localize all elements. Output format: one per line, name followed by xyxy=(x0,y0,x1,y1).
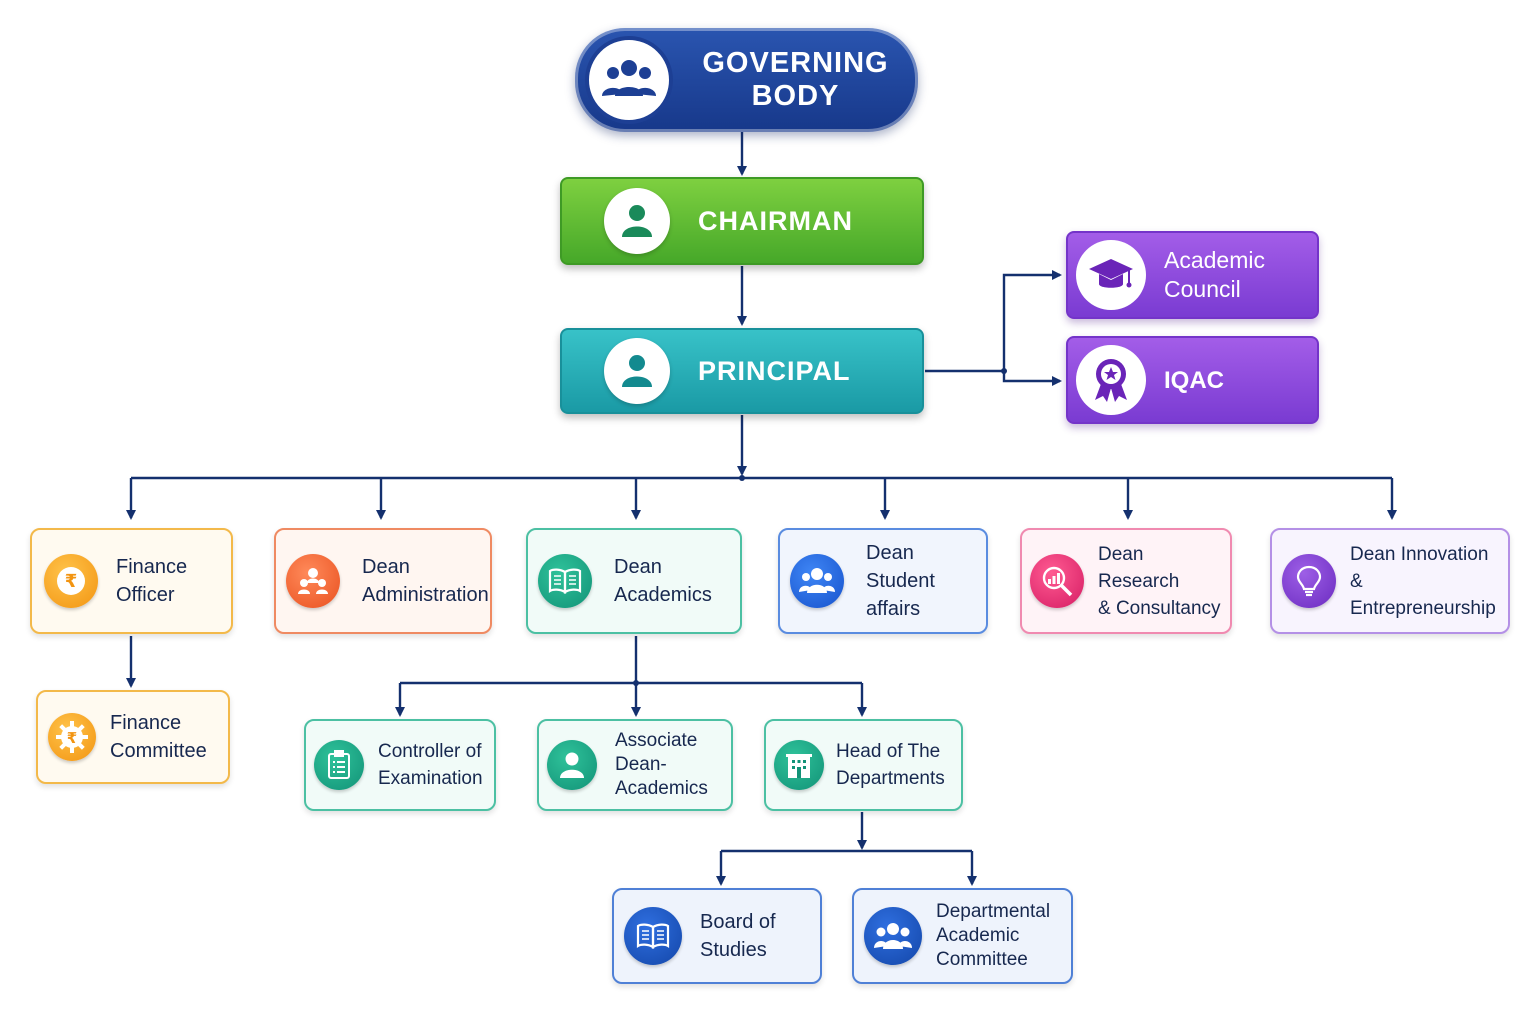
admin-group-icon xyxy=(286,554,340,608)
students-group-icon xyxy=(790,554,844,608)
award-badge-icon xyxy=(1076,345,1146,415)
rupee-gear-icon: ₹ xyxy=(48,713,96,761)
person-icon xyxy=(604,188,670,254)
lightbulb-icon xyxy=(1282,554,1336,608)
dean-innovation-node[interactable]: Dean Innovation& Entrepreneurship xyxy=(1270,528,1510,634)
academic-council-label: Academic Council xyxy=(1164,247,1265,302)
governing-body-label: GOVERNING BODY xyxy=(702,47,889,112)
research-magnifier-icon xyxy=(1030,554,1084,608)
academic-council-node[interactable]: Academic Council xyxy=(1066,231,1319,319)
team-icon xyxy=(864,907,922,965)
clipboard-icon xyxy=(314,740,364,790)
graduation-cap-icon xyxy=(1076,240,1146,310)
building-icon xyxy=(774,740,824,790)
svg-text:₹: ₹ xyxy=(65,571,78,592)
person-icon xyxy=(547,740,597,790)
open-book-icon xyxy=(538,554,592,608)
dean-research-label: Dean Research& Consultancy xyxy=(1098,543,1221,619)
person-icon xyxy=(604,338,670,404)
principal-node[interactable]: PRINCIPAL xyxy=(560,328,924,414)
iqac-label: IQAC xyxy=(1164,366,1224,394)
dean-innovation-label: Dean Innovation& Entrepreneurship xyxy=(1350,543,1496,619)
principal-label: PRINCIPAL xyxy=(698,355,851,386)
chairman-node[interactable]: CHAIRMAN xyxy=(560,177,924,265)
svg-text:₹: ₹ xyxy=(67,729,77,747)
governing-body-node[interactable]: GOVERNING BODY xyxy=(575,28,918,132)
dean-research-node[interactable]: Dean Research& Consultancy xyxy=(1020,528,1232,634)
rupee-icon: ₹ xyxy=(44,554,98,608)
chairman-label: CHAIRMAN xyxy=(698,205,853,236)
iqac-node[interactable]: IQAC xyxy=(1066,336,1319,424)
book-icon xyxy=(624,907,682,965)
group-icon xyxy=(585,36,673,124)
